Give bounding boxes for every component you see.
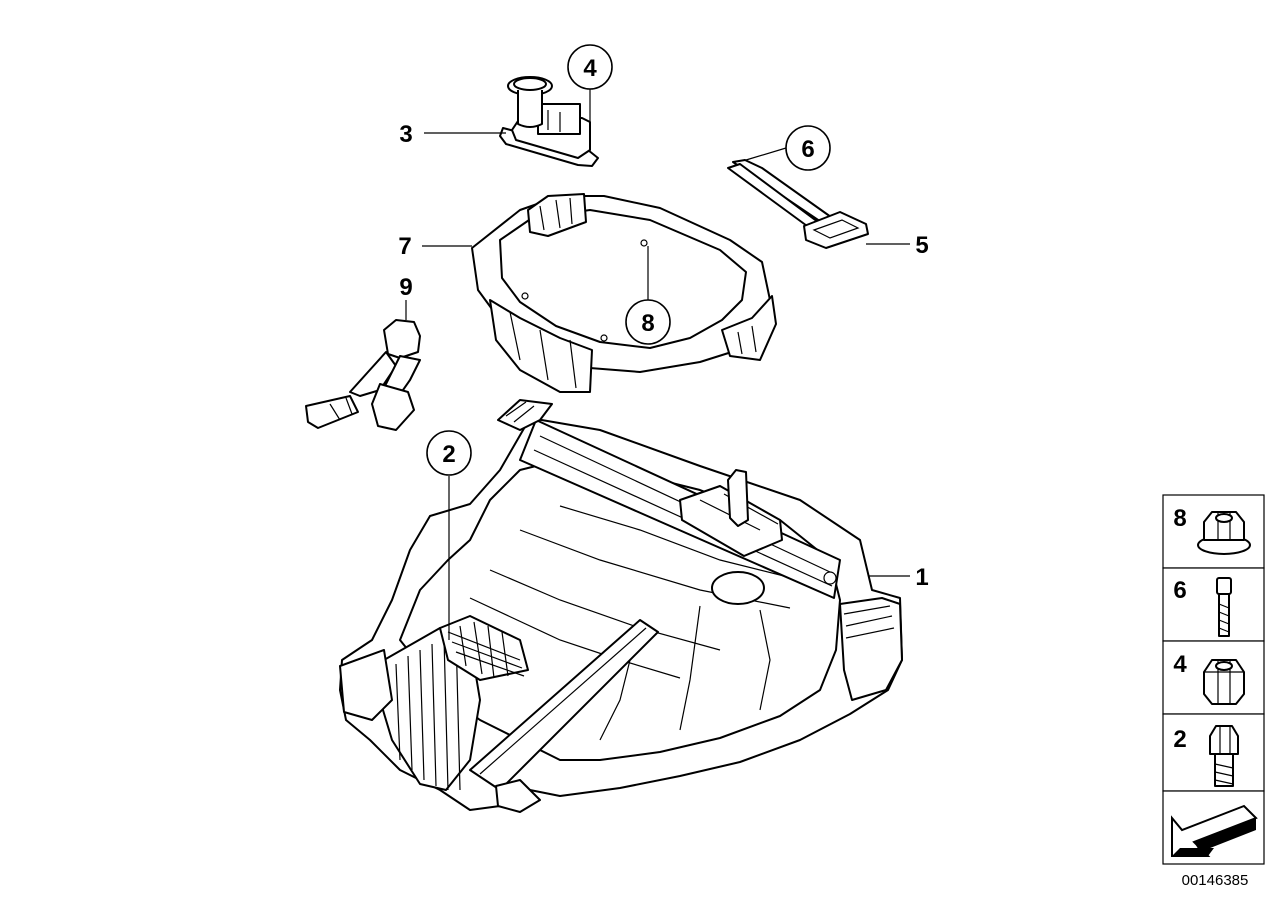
- svg-text:5: 5: [915, 232, 928, 259]
- flange-nut-icon: [1197, 511, 1251, 555]
- callout-2: 2: [426, 430, 472, 476]
- legend-item-4: 4: [1173, 651, 1245, 705]
- legend-item-2: 2: [1173, 725, 1239, 787]
- svg-text:7: 7: [398, 233, 411, 260]
- svg-text:4: 4: [583, 55, 597, 82]
- hex-nut-icon: [1203, 659, 1245, 705]
- wheel-wrench: [727, 159, 869, 249]
- jack-mount-plate: [499, 76, 599, 167]
- svg-text:6: 6: [801, 136, 814, 163]
- fastener-legend: 8 6 4: [1162, 494, 1265, 865]
- legend-item-8: 8: [1173, 505, 1251, 555]
- svg-text:4: 4: [1173, 651, 1187, 678]
- svg-text:2: 2: [1173, 726, 1186, 753]
- leader-lines: [405, 88, 910, 640]
- callout-8: 8: [625, 299, 671, 345]
- svg-text:8: 8: [1173, 505, 1186, 532]
- strap-holder: [305, 319, 421, 431]
- document-number: 00146385: [1182, 872, 1249, 889]
- screw-icon: [1216, 577, 1232, 637]
- callout-4: 4: [567, 44, 613, 90]
- callout-5: 5: [915, 232, 928, 259]
- svg-text:3: 3: [399, 121, 412, 148]
- svg-text:2: 2: [442, 441, 455, 468]
- callout-6: 6: [785, 125, 831, 171]
- callout-9: 9: [399, 274, 412, 301]
- tool-tray: [471, 193, 777, 393]
- svg-text:9: 9: [399, 274, 412, 301]
- svg-text:6: 6: [1173, 577, 1186, 604]
- svg-text:8: 8: [641, 310, 654, 337]
- spare-wheel-well: [339, 399, 903, 813]
- svg-text:1: 1: [915, 564, 928, 591]
- callout-3: 3: [399, 121, 412, 148]
- direction-arrow-icon: [1171, 804, 1258, 857]
- hex-bolt-icon: [1209, 725, 1239, 787]
- callout-1: 1: [915, 564, 928, 591]
- callout-7: 7: [398, 233, 411, 260]
- legend-item-6: 6: [1173, 577, 1232, 637]
